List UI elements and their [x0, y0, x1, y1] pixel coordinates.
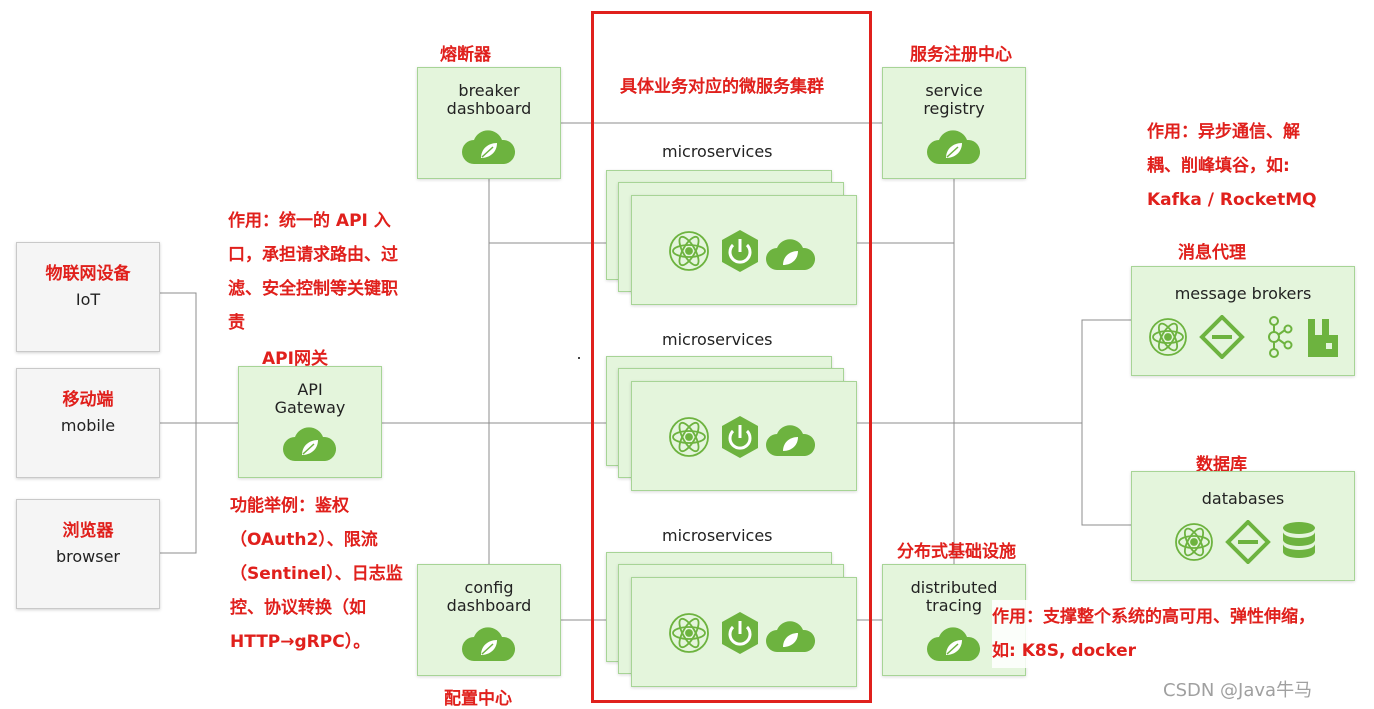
client-iot: 物联网设备 IoT: [16, 242, 160, 352]
client-iot-cn-label: 物联网设备: [45, 264, 131, 284]
microservice-icon-row: [669, 230, 816, 272]
databases-title: databases: [1201, 489, 1285, 508]
spring-leaf-icon: [927, 130, 981, 164]
microservice-icon-row: [669, 416, 816, 458]
config-label: 配置中心: [444, 689, 512, 709]
spring-boot-icon: [722, 230, 758, 272]
gateway-examples: 功能举例：鉴权（OAuth2）、限流（Sentinel）、日志监控、协议转换（如…: [230, 496, 403, 652]
tracing-purpose: 作用：支撑整个系统的高可用、弹性伸缩，如: K8S, docker: [992, 600, 1322, 668]
spring-boot-icon: [722, 612, 758, 654]
message-brokers-title: message brokers: [1174, 284, 1312, 303]
spring-cloud-stream-icon: [1199, 315, 1245, 359]
spring-boot-icon: [722, 416, 758, 458]
cluster-label: 具体业务对应的微服务集群: [620, 77, 824, 97]
microservice-icon-row: [669, 612, 816, 654]
kafka-icon: [1268, 316, 1293, 358]
distributed-tracing-title: distributed tracing: [910, 578, 998, 615]
watermark: CSDN @Java牛马: [1163, 680, 1313, 701]
atom-icon: [669, 613, 709, 653]
atom-icon: [669, 231, 709, 271]
atom-icon: [1175, 523, 1213, 561]
client-browser: 浏览器 browser: [16, 499, 160, 609]
microservices-group-label: microservices: [662, 330, 773, 349]
client-iot-en-label: IoT: [75, 290, 101, 309]
breaker-dashboard-box: breaker dashboard: [417, 67, 561, 179]
atom-icon: [1149, 318, 1187, 356]
gateway-purpose: 作用：统一的 API 入口，承担请求路由、过滤、安全控制等关键职责: [228, 211, 398, 333]
database-icon-row: [1175, 520, 1315, 564]
microservice-card: [631, 381, 857, 491]
microservice-card: [631, 577, 857, 687]
spring-leaf-icon: [462, 130, 516, 164]
spring-leaf-icon: [462, 627, 516, 661]
brokers-label: 消息代理: [1178, 243, 1246, 263]
breaker-dashboard-title: breaker dashboard: [446, 81, 532, 118]
client-browser-cn-label: 浏览器: [62, 521, 114, 541]
microservice-cluster-frame: [591, 11, 872, 703]
rabbitmq-icon: [1308, 319, 1338, 357]
api-gateway-title: API Gateway: [274, 380, 346, 417]
databases-box: databases: [1131, 471, 1355, 581]
spring-leaf-icon: [766, 621, 816, 652]
spring-leaf-icon: [283, 427, 337, 461]
microservice-card: [631, 195, 857, 305]
database-icon: [1283, 522, 1315, 558]
spring-leaf-icon: [766, 425, 816, 456]
brokers-purpose: 作用：异步通信、解耦、削峰填谷，如: Kafka / RocketMQ: [1147, 122, 1317, 210]
gateway-label: API网关: [262, 349, 328, 369]
service-registry-title: service registry: [923, 81, 985, 118]
atom-icon: [669, 417, 709, 457]
client-mobile: 移动端 mobile: [16, 368, 160, 478]
distributed-tracing-box: distributed tracing: [882, 564, 1026, 676]
tracing-label: 分布式基础设施: [897, 542, 1016, 562]
message-brokers-box: message brokers: [1131, 266, 1355, 376]
client-browser-en-label: browser: [55, 547, 120, 566]
api-gateway-box: API Gateway: [238, 366, 382, 478]
microservices-group-label: microservices: [662, 142, 773, 161]
microservices-group-label: microservices: [662, 526, 773, 545]
client-mobile-cn-label: 移动端: [62, 390, 114, 410]
config-dashboard-box: config dashboard: [417, 564, 561, 676]
spring-leaf-icon: [927, 627, 981, 661]
config-dashboard-title: config dashboard: [446, 578, 532, 615]
broker-icon-row: [1149, 315, 1338, 359]
breaker-label: 熔断器: [440, 45, 491, 65]
client-mobile-en-label: mobile: [60, 416, 116, 435]
spring-leaf-icon: [766, 239, 816, 270]
service-registry-box: service registry: [882, 67, 1026, 179]
stray-dot: [578, 357, 580, 359]
spring-cloud-stream-icon: [1225, 520, 1271, 564]
databases-label: 数据库: [1196, 455, 1247, 475]
registry-label: 服务注册中心: [910, 45, 1012, 65]
